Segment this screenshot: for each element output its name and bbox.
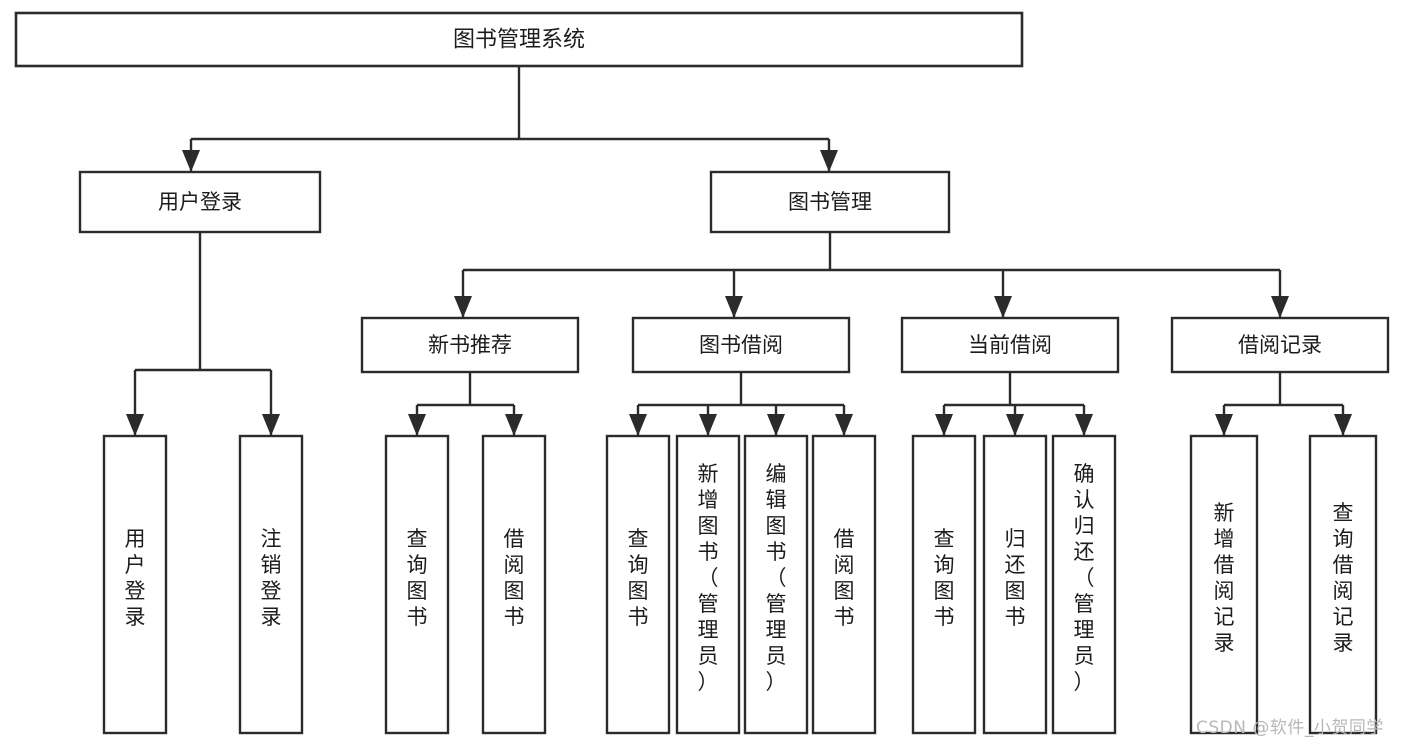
- node-label: 借阅图书: [504, 527, 525, 629]
- node-box[interactable]: [1308, 434, 1378, 735]
- arrow-head-icon: [820, 150, 838, 172]
- node-label: 图书借阅: [699, 333, 783, 357]
- node-box[interactable]: [384, 434, 450, 735]
- watermark-label: CSDN @软件_小贺同学: [1196, 718, 1384, 738]
- node-box[interactable]: [1189, 434, 1259, 735]
- node-leaf-edit-book-admin[interactable]: 编辑图书（管理员）: [743, 434, 809, 735]
- node-label: 注销登录: [261, 527, 282, 629]
- node-current-borrow[interactable]: 当前借阅: [900, 316, 1120, 374]
- node-label: 编辑图书（管理员）: [766, 462, 787, 694]
- arrow-head-icon: [408, 414, 426, 436]
- node-root[interactable]: 图书管理系统: [14, 11, 1024, 68]
- node-label: 查询图书: [934, 527, 955, 629]
- arrow-head-icon: [994, 296, 1012, 318]
- arrow-head-icon: [935, 414, 953, 436]
- node-label: 用户登录: [158, 190, 242, 214]
- arrow-head-icon: [262, 414, 280, 436]
- node-leaf-query-book-borrow[interactable]: 查询图书: [605, 434, 671, 735]
- connector-layer: [126, 66, 1352, 436]
- node-leaf-return-book[interactable]: 归还图书: [982, 434, 1048, 735]
- node-label: 新增借阅记录: [1214, 501, 1235, 655]
- node-box[interactable]: [605, 434, 671, 735]
- node-label: 借阅图书: [834, 527, 855, 629]
- node-leaf-query-book-new[interactable]: 查询图书: [384, 434, 450, 735]
- node-leaf-borrow-book-new[interactable]: 借阅图书: [481, 434, 547, 735]
- node-box[interactable]: [631, 316, 851, 374]
- node-label: 查询图书: [407, 527, 428, 629]
- node-label: 用户登录: [125, 527, 146, 629]
- node-borrow-record[interactable]: 借阅记录: [1170, 316, 1390, 374]
- arrow-head-icon: [182, 150, 200, 172]
- node-label: 确认归还（管理员）: [1074, 462, 1095, 694]
- node-box[interactable]: [14, 11, 1024, 68]
- node-layer: 图书管理系统用户登录图书管理新书推荐图书借阅当前借阅借阅记录用户登录注销登录查询…: [14, 11, 1390, 735]
- node-box[interactable]: [360, 316, 580, 374]
- node-box[interactable]: [238, 434, 304, 735]
- node-label: 查询借阅记录: [1333, 501, 1354, 655]
- node-box[interactable]: [1170, 316, 1390, 374]
- node-user-login[interactable]: 用户登录: [78, 170, 322, 234]
- arrow-head-icon: [1006, 414, 1024, 436]
- node-leaf-query-book-current[interactable]: 查询图书: [911, 434, 977, 735]
- node-leaf-user-login[interactable]: 用户登录: [102, 434, 168, 735]
- node-box[interactable]: [982, 434, 1048, 735]
- node-label: 当前借阅: [968, 333, 1052, 357]
- node-label: 查询图书: [628, 527, 649, 629]
- arrow-head-icon: [454, 296, 472, 318]
- node-label: 新书推荐: [428, 333, 512, 357]
- arrow-head-icon: [835, 414, 853, 436]
- arrow-head-icon: [1271, 296, 1289, 318]
- node-box[interactable]: [743, 434, 809, 735]
- node-box[interactable]: [811, 434, 877, 735]
- arrow-head-icon: [1334, 414, 1352, 436]
- node-leaf-query-borrow-record[interactable]: 查询借阅记录: [1308, 434, 1378, 735]
- node-leaf-add-book-admin[interactable]: 新增图书（管理员）: [675, 434, 741, 735]
- arrow-head-icon: [629, 414, 647, 436]
- node-leaf-borrow-book[interactable]: 借阅图书: [811, 434, 877, 735]
- arrow-head-icon: [725, 296, 743, 318]
- node-label: 图书管理系统: [453, 28, 585, 53]
- node-label: 新增图书（管理员）: [698, 462, 719, 694]
- node-box[interactable]: [675, 434, 741, 735]
- node-box[interactable]: [102, 434, 168, 735]
- node-label: 图书管理: [788, 190, 872, 214]
- node-box[interactable]: [911, 434, 977, 735]
- node-leaf-add-borrow-record[interactable]: 新增借阅记录: [1189, 434, 1259, 735]
- node-box[interactable]: [1051, 434, 1117, 735]
- arrow-head-icon: [699, 414, 717, 436]
- node-box[interactable]: [900, 316, 1120, 374]
- arrow-head-icon: [767, 414, 785, 436]
- node-label: 借阅记录: [1238, 333, 1322, 357]
- node-book-management[interactable]: 图书管理: [709, 170, 951, 234]
- arrow-head-icon: [126, 414, 144, 436]
- arrow-head-icon: [505, 414, 523, 436]
- node-label: 归还图书: [1005, 527, 1026, 629]
- node-new-book-recommend[interactable]: 新书推荐: [360, 316, 580, 374]
- node-leaf-confirm-return-admin[interactable]: 确认归还（管理员）: [1051, 434, 1117, 735]
- arrow-head-icon: [1075, 414, 1093, 436]
- node-box[interactable]: [709, 170, 951, 234]
- arrow-head-icon: [1215, 414, 1233, 436]
- node-box[interactable]: [481, 434, 547, 735]
- node-book-borrow[interactable]: 图书借阅: [631, 316, 851, 374]
- node-box[interactable]: [78, 170, 322, 234]
- node-leaf-logout[interactable]: 注销登录: [238, 434, 304, 735]
